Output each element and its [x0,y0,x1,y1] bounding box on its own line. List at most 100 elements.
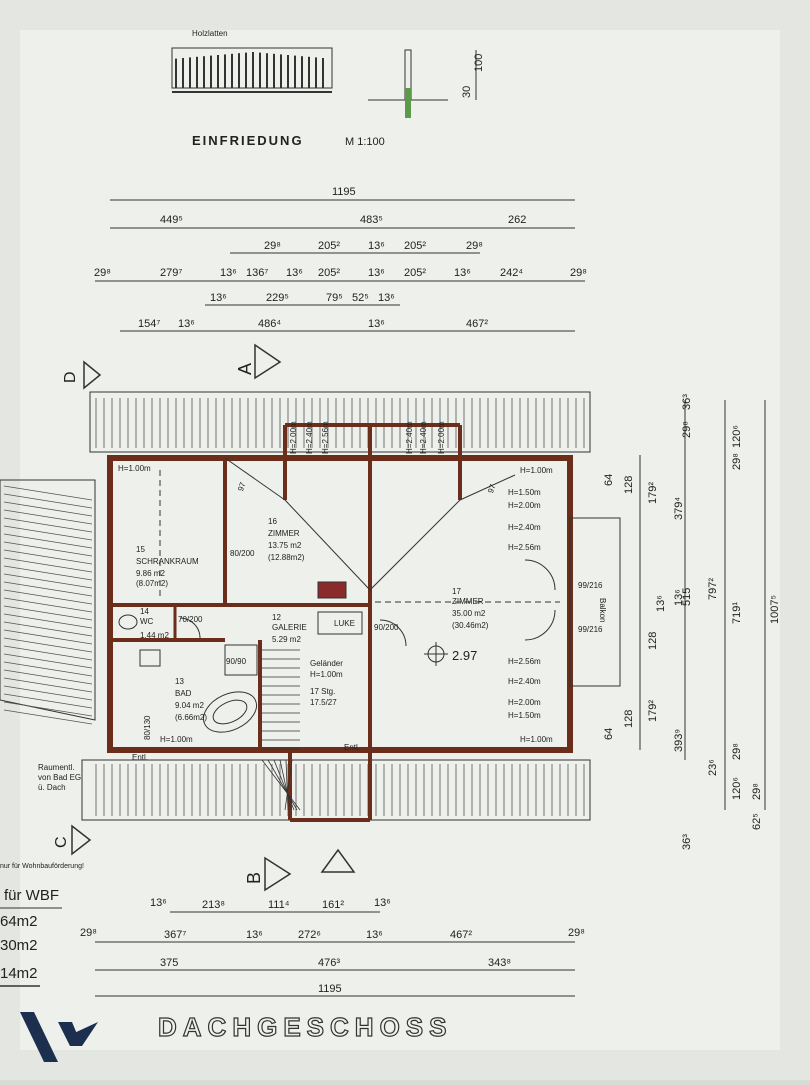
room-17-name: ZIMMER [452,597,484,606]
room-15-number: 15 [136,545,145,554]
height-label-3: H=2.40m [305,421,314,454]
fence-label: Holzlatten [192,29,228,38]
top-dim-4-6: 205² [318,267,340,279]
top-dim-6-2: 13⁶ [178,318,195,330]
right-dim-2-3: 13⁶ [673,589,685,606]
wbf-title: für WBF [4,887,59,904]
roof-hatch-line [3,581,93,597]
height-label-2: H=2.00m [289,421,298,454]
raumentl-line-2: von Bad EG [38,773,81,782]
height-label-14: H=2.40m [508,677,541,686]
room-15-area: 9.86 m2 [136,569,165,578]
right-dim-3-2: 29⁸ [681,421,693,438]
top-dim-5-4: 52⁵ [352,292,369,304]
section-b-label: B [244,872,264,884]
wbf-value-3: 14m2 [0,965,38,982]
right-dim-1-3: 179² [647,482,659,504]
top-dim-5-1: 13⁶ [210,292,227,304]
roof-hatch-line [3,653,93,669]
stair-tread [261,759,301,811]
roof-hatch-line [3,525,93,541]
top-dim-4-7: 13⁶ [368,267,385,279]
room-16-area: 13.75 m2 [268,541,302,550]
roof-hatch-line [3,701,93,717]
logo-stroke-2 [58,1022,82,1046]
raumentl-line-3: ü. Dach [38,783,66,792]
right-dimension-columns: 64 128 179² 13⁶ 128 179² 128 64 379⁴ 797… [603,394,781,850]
roof-hatch-line [3,645,93,661]
bottom-dim-3-2: 476³ [318,957,340,969]
bottom-dim-2-5: 13⁶ [366,929,383,941]
door-dim-4: 90/200 [374,623,399,632]
section-markers: A D C B [53,343,356,892]
fence-scale: M 1:100 [345,136,385,148]
right-dim-1-7: 128 [623,710,635,728]
room-13-area: 9.04 m2 [175,701,204,710]
paper-sheet [20,30,780,1050]
top-dim-4-11: 29⁸ [570,267,587,279]
railing-height: H=1.00m [310,670,343,679]
roof-hatch-line [3,501,93,517]
door-dims: 97 80/200 70/200 90/200 99/216 99/216 90… [143,480,603,740]
top-dim-4-10: 242⁴ [500,267,523,279]
room-labels: 15 SCHRANKRAUM 9.86 m2 (8.07m2) 16 ZIMME… [38,517,489,792]
top-dim-4-5: 13⁶ [286,267,303,279]
height-label-8: H=1.00m [520,466,553,475]
roof-hatch-line [3,605,93,621]
right-dim-1-4: 13⁶ [655,595,667,612]
roof-hatch-line [3,669,93,685]
top-dim-total: 1195 [332,186,356,198]
roof-hatch-line [3,709,93,725]
bottom-dim-2-2: 367⁷ [164,929,186,941]
right-dim-4-1: 1007⁵ [769,595,781,624]
stairs-count: 17 Stg. [310,687,335,696]
roof-hatch-line [3,637,93,653]
door-dim-5: 99/216 [578,581,603,590]
section-d-arrow [83,360,102,390]
roof-hatch-line [3,685,93,701]
stairs-ratio: 17.5/27 [310,698,337,707]
room-12-number: 12 [272,613,281,622]
top-dim-4-3: 13⁶ [220,267,237,279]
door-dim-8: 80/130 [143,715,152,740]
bottom-dim-2-3: 13⁶ [246,929,263,941]
bottom-dim-2-4: 272⁶ [298,929,321,941]
height-label-1: H=1.00m [118,464,151,473]
room-14-name: WC [140,617,154,626]
section-b-arrow [264,856,292,892]
bottom-dim-1-1: 13⁶ [150,897,167,909]
roof-left [0,479,96,721]
roof-hatch-line [3,613,93,629]
right-dim-3-10: 29⁸ [751,783,763,800]
room-17-area: 35.00 m2 [452,609,486,618]
door-dim-3: 70/200 [178,615,203,624]
door-dim-1: 97 [236,480,248,492]
bottom-dim-1-3: 111⁴ [268,899,290,911]
height-label-11: H=2.40m [508,523,541,532]
section-north-arrow [320,848,356,873]
height-label-5: H=2.40m [405,421,414,454]
bottom-dim-1-2: 213⁸ [202,899,225,911]
wbf-summary: nur für Wohnbauförderung! für WBF 64m2 3… [0,863,84,987]
section-a-arrow [254,343,282,380]
room-16-number: 16 [268,517,277,526]
door-dim-9: 97 [486,482,498,494]
vent-label-bath: Entl. [132,753,148,762]
roof-hatch-line [3,677,93,693]
logo-stroke-3 [72,1022,98,1046]
right-dim-2-2: 797² [707,578,719,600]
right-dim-1-1: 64 [603,474,615,486]
drawing-title: DACHGESCHOSS [158,1012,452,1042]
fence-slats [175,52,324,88]
roof-hatch-line [3,557,93,573]
right-dim-1-2: 128 [623,476,635,494]
height-label-16: H=1.50m [508,711,541,720]
height-label-6: H=2.40m [419,421,428,454]
roof-hatch-line [3,589,93,605]
room-16-area2: (12.88m2) [268,553,305,562]
roof-hatch-line [3,661,93,677]
right-dim-1-5: 128 [647,632,659,650]
height-label-17: H=1.00m [520,735,553,744]
roof-hatch-line [3,549,93,565]
